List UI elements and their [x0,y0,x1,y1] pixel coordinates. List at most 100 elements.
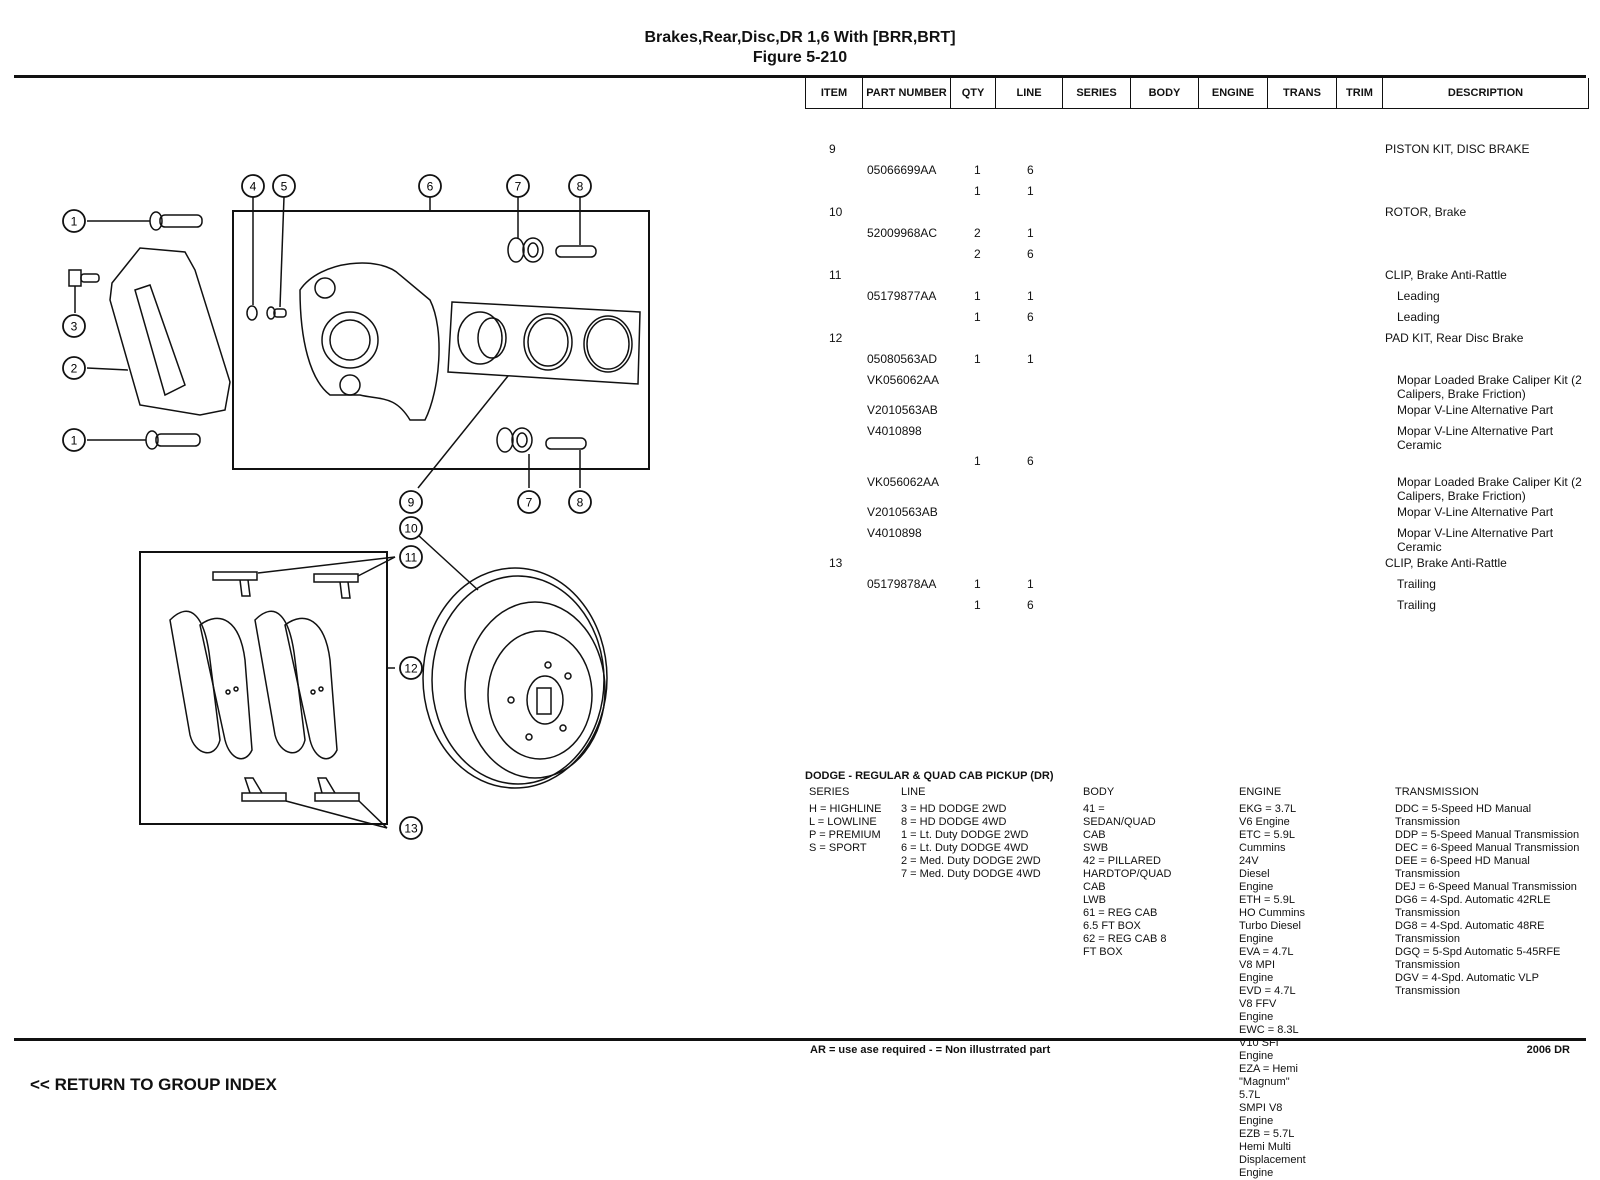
anti-rattle-clip-leading [212,571,359,599]
description: Mopar V-Line Alternative Part [1397,505,1554,519]
item-number: 9 [829,142,836,156]
legend-entry: DDP = 5-Speed Manual Transmission [1395,829,1580,841]
callout-7: 7 [506,174,530,198]
quantity: 2 [974,247,981,261]
callout-9: 9 [399,490,423,514]
legend-body-heading: BODY [1083,786,1115,798]
legend-entry: 6 = Lt. Duty DODGE 4WD [901,842,1029,854]
description: Mopar V-Line Alternative Part [1397,403,1554,417]
part-number: 05179877AA [867,289,937,303]
svg-text:13: 13 [404,822,418,836]
legend-entry: DG8 = 4-Spd. Automatic 48RE [1395,920,1545,932]
legend-entry: EZB = 5.7L Hemi Multi [1239,1128,1294,1153]
legend-title: DODGE - REGULAR & QUAD CAB PICKUP (DR) [805,770,1054,782]
legend-entry: 2 = Med. Duty DODGE 2WD [901,855,1041,867]
description: ROTOR, Brake [1385,205,1467,219]
svg-text:5: 5 [281,180,288,194]
legend-entry: S = SPORT [809,842,867,854]
line-code: 6 [1027,598,1034,612]
line-code: 1 [1027,184,1034,198]
svg-text:7: 7 [526,496,533,510]
callout-1: 1 [62,428,86,452]
col-body: BODY [1131,78,1199,108]
legend-entry: DEC = 6-Speed Manual Transmission [1395,842,1580,854]
legend-entry: EVD = 4.7L V8 FFV Engine [1239,985,1296,1023]
svg-text:3: 3 [71,320,78,334]
col-series: SERIES [1063,78,1131,108]
quantity: 1 [974,289,981,303]
quantity: 1 [974,310,981,324]
line-code: 6 [1027,163,1034,177]
legend-entry: ETC = 5.9L Cummins 24V [1239,829,1295,867]
callout-6: 6 [418,174,442,198]
description: Mopar V-Line Alternative Part Ceramic [1397,424,1554,452]
col-qty: QTY [951,78,996,108]
line-code: 1 [1027,226,1034,240]
return-to-group-index-link[interactable]: << RETURN TO GROUP INDEX [30,1075,277,1094]
svg-text:12: 12 [404,662,418,676]
description: CLIP, Brake Anti-Rattle [1385,556,1507,570]
quantity: 1 [974,577,981,591]
callout-1: 1 [62,209,86,233]
legend-entry: ETH = 5.9L HO Cummins [1239,894,1306,919]
legend-entry: 41 = SEDAN/QUAD CAB [1083,803,1156,841]
bushing-part-bottom [496,427,533,453]
svg-text:6: 6 [427,180,434,194]
description: Trailing [1397,598,1436,612]
item-number: 10 [829,205,843,219]
footer-model: 2006 DR [1526,1044,1570,1056]
rotor-part [422,567,608,789]
legend: DODGE - REGULAR & QUAD CAB PICKUP (DR) S… [805,770,1579,1179]
legend-entry: EKG = 3.7L V6 Engine [1239,803,1296,828]
description: Leading [1397,289,1440,303]
boot-part [583,315,633,373]
description: CLIP, Brake Anti-Rattle [1385,268,1507,282]
sleeve-part-bottom [545,437,587,450]
callout-10: 10 [399,516,423,540]
legend-entry: HARDTOP/QUAD CAB [1083,868,1172,893]
part-number: 05179878AA [867,577,937,591]
description: PAD KIT, Rear Disc Brake [1385,331,1524,345]
part-number: 52009968AC [867,226,938,240]
legend-entry: DEJ = 6-Speed Manual Transmission [1395,881,1577,893]
part-number: V2010563AB [867,403,938,417]
legend-entry: DG6 = 4-Spd. Automatic 42RLE [1395,894,1551,906]
item-number: 12 [829,331,843,345]
legend-entry: EWC = 8.3L V10 SFI Engine [1239,1024,1299,1062]
part-number: VK056062AA [867,373,940,387]
caliper-bracket-part [109,247,231,416]
line-code: 1 [1027,352,1034,366]
quantity: 1 [974,163,981,177]
col-part-number: PART NUMBER [863,78,951,108]
svg-text:11: 11 [405,551,418,565]
callout-2: 2 [62,356,86,380]
bleeder-screw-part [266,306,287,320]
svg-text:10: 10 [404,522,418,536]
svg-text:4: 4 [250,180,257,194]
part-number: V4010898 [867,424,922,438]
description: PISTON KIT, DISC BRAKE [1385,142,1530,156]
quantity: 1 [974,454,981,468]
legend-entry: H = HIGHLINE [809,803,882,815]
legend-transmission-heading: TRANSMISSION [1395,786,1479,798]
footer-note: AR = use ase required - = Non illustrrat… [810,1044,1051,1056]
legend-entry: DDC = 5-Speed HD Manual [1395,803,1532,815]
legend-entry: LWB [1083,894,1107,906]
description: Trailing [1397,577,1436,591]
svg-text:9: 9 [408,496,415,510]
